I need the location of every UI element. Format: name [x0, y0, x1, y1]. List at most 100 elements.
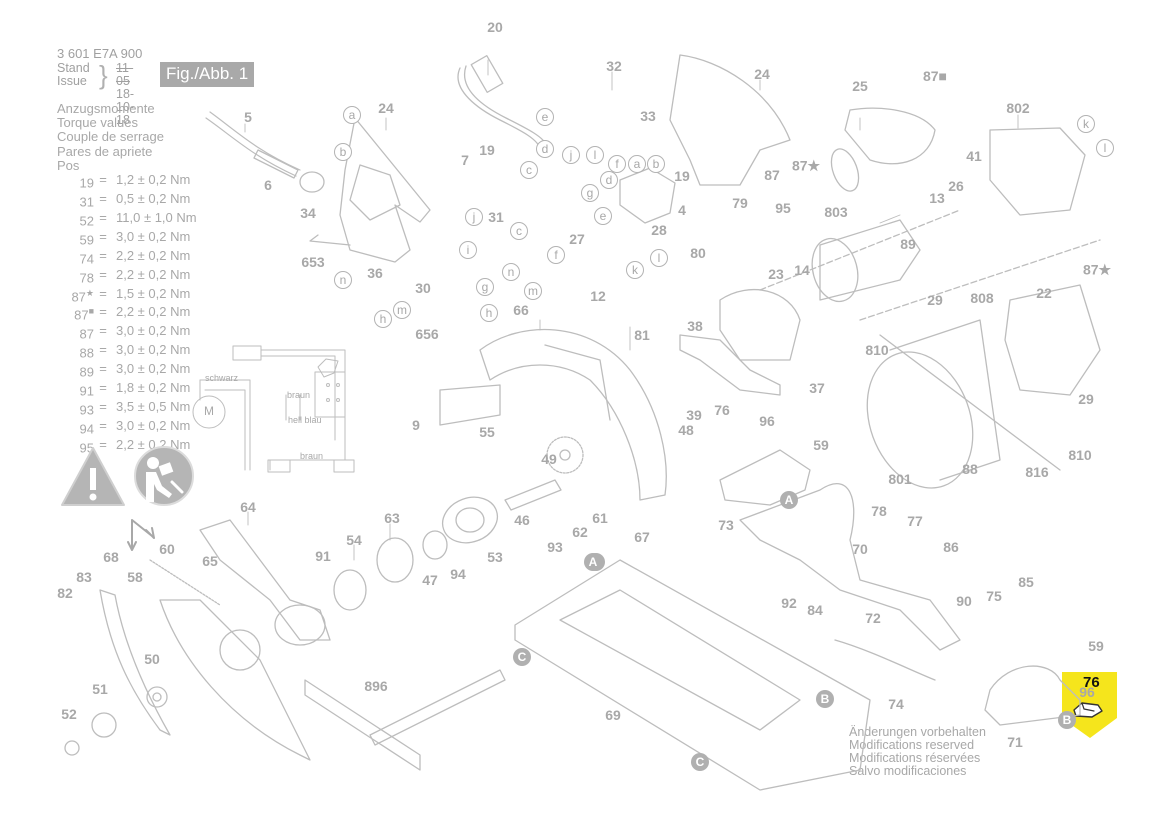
part-label[interactable]: 38: [687, 318, 703, 334]
part-label[interactable]: 37: [809, 380, 825, 396]
part-label[interactable]: 49: [541, 451, 557, 467]
part-label[interactable]: 72: [865, 610, 881, 626]
part-label[interactable]: 47: [422, 572, 438, 588]
part-label[interactable]: 656: [415, 326, 439, 342]
part-label[interactable]: 94: [450, 566, 466, 582]
part-label[interactable]: 88: [962, 461, 978, 477]
part-label[interactable]: 65: [202, 553, 218, 569]
part-label[interactable]: 96: [759, 413, 775, 429]
part-label[interactable]: 19: [479, 142, 495, 158]
part-label[interactable]: 20: [487, 19, 503, 35]
part-label[interactable]: 95: [775, 200, 791, 216]
part-label[interactable]: 67: [634, 529, 650, 545]
part-label[interactable]: 70: [852, 541, 868, 557]
part-label[interactable]: 90: [956, 593, 972, 609]
part-label[interactable]: 28: [651, 222, 667, 238]
part-label[interactable]: 87★: [791, 157, 821, 174]
figure-label: Fig./Abb. 1: [160, 62, 255, 87]
part-label[interactable]: 803: [824, 204, 848, 220]
part-label[interactable]: 14: [794, 262, 810, 278]
part-label[interactable]: 810: [1068, 447, 1092, 463]
part-label[interactable]: 22: [1036, 285, 1052, 301]
part-label[interactable]: 39: [686, 407, 702, 423]
part-label[interactable]: 51: [92, 681, 108, 697]
part-label[interactable]: 89: [900, 236, 916, 252]
part-label[interactable]: 74: [888, 696, 904, 712]
part-label[interactable]: 79: [732, 195, 748, 211]
torque-pos: 74: [79, 251, 94, 267]
part-label[interactable]: 33: [640, 108, 656, 124]
part-label[interactable]: 34: [300, 205, 316, 221]
part-label[interactable]: 31: [488, 209, 504, 225]
part-label[interactable]: 808: [970, 290, 994, 306]
part-label[interactable]: 13: [929, 190, 945, 206]
highlighted-part-label[interactable]: 76: [1083, 674, 1100, 691]
part-label[interactable]: 54: [346, 532, 362, 548]
part-label[interactable]: 26: [948, 178, 964, 194]
part-label[interactable]: 80: [690, 245, 706, 261]
part-label[interactable]: 6: [264, 177, 272, 193]
part-label[interactable]: 25: [852, 78, 868, 94]
part-label[interactable]: 7: [461, 152, 469, 168]
part-label[interactable]: 61: [592, 510, 608, 526]
part-label[interactable]: 52: [61, 706, 77, 722]
part-label[interactable]: 23: [768, 266, 784, 282]
part-label[interactable]: 19: [674, 168, 690, 184]
motor-housing-top: [669, 54, 791, 186]
part-label[interactable]: 77: [907, 513, 923, 529]
part-label[interactable]: 87★: [1082, 261, 1112, 278]
part-label[interactable]: 5: [244, 109, 252, 125]
part-label[interactable]: 653: [301, 254, 325, 270]
part-label[interactable]: 96: [1079, 684, 1095, 700]
part-label[interactable]: 29: [927, 292, 943, 308]
stand-issue-block: Stand Issue } 11-05 18-10-18: [57, 62, 134, 127]
part-label[interactable]: 24: [378, 100, 394, 116]
part-label[interactable]: 78: [871, 503, 887, 519]
part-label[interactable]: 63: [384, 510, 400, 526]
part-label[interactable]: 58: [127, 569, 143, 585]
part-label[interactable]: 810: [865, 342, 889, 358]
part-label[interactable]: 801: [888, 471, 912, 487]
part-label[interactable]: 91: [315, 548, 331, 564]
part-label[interactable]: 41: [966, 148, 982, 164]
part-label[interactable]: 59: [1088, 638, 1104, 654]
part-label[interactable]: 92: [781, 595, 797, 611]
part-label[interactable]: 9: [412, 417, 420, 433]
part-label[interactable]: 24: [754, 66, 770, 82]
part-label[interactable]: 816: [1025, 464, 1049, 480]
part-label[interactable]: 76: [714, 402, 730, 418]
part-label[interactable]: 87: [764, 167, 780, 183]
part-label[interactable]: 86: [943, 539, 959, 555]
part-label[interactable]: 60: [159, 541, 175, 557]
part-label[interactable]: 84: [807, 602, 823, 618]
part-label[interactable]: 69: [605, 707, 621, 723]
part-label[interactable]: 12: [590, 288, 606, 304]
part-label[interactable]: 4: [678, 202, 686, 218]
part-label[interactable]: 62: [572, 524, 588, 540]
part-label[interactable]: 71: [1007, 734, 1023, 750]
part-label[interactable]: 73: [718, 517, 734, 533]
part-label[interactable]: 32: [606, 58, 622, 74]
part-label[interactable]: 82: [57, 585, 73, 601]
part-label[interactable]: 36: [367, 265, 383, 281]
part-label[interactable]: 83: [76, 569, 92, 585]
part-label[interactable]: 68: [103, 549, 119, 565]
part-label[interactable]: 87■: [922, 68, 948, 84]
part-label[interactable]: 46: [514, 512, 530, 528]
part-label[interactable]: 802: [1006, 100, 1030, 116]
part-label[interactable]: 81: [634, 327, 650, 343]
part-label[interactable]: 64: [240, 499, 256, 515]
part-label[interactable]: 66: [513, 302, 529, 318]
part-label[interactable]: 50: [144, 651, 160, 667]
part-label[interactable]: 85: [1018, 574, 1034, 590]
part-label[interactable]: 48: [678, 422, 694, 438]
part-label[interactable]: 59: [813, 437, 829, 453]
part-label[interactable]: 27: [569, 231, 585, 247]
part-label[interactable]: 53: [487, 549, 503, 565]
part-label[interactable]: 29: [1078, 391, 1094, 407]
part-label[interactable]: 75: [986, 588, 1002, 604]
part-label[interactable]: 55: [479, 424, 495, 440]
part-label[interactable]: 30: [415, 280, 431, 296]
part-label[interactable]: 93: [547, 539, 563, 555]
part-label[interactable]: 896: [364, 678, 388, 694]
